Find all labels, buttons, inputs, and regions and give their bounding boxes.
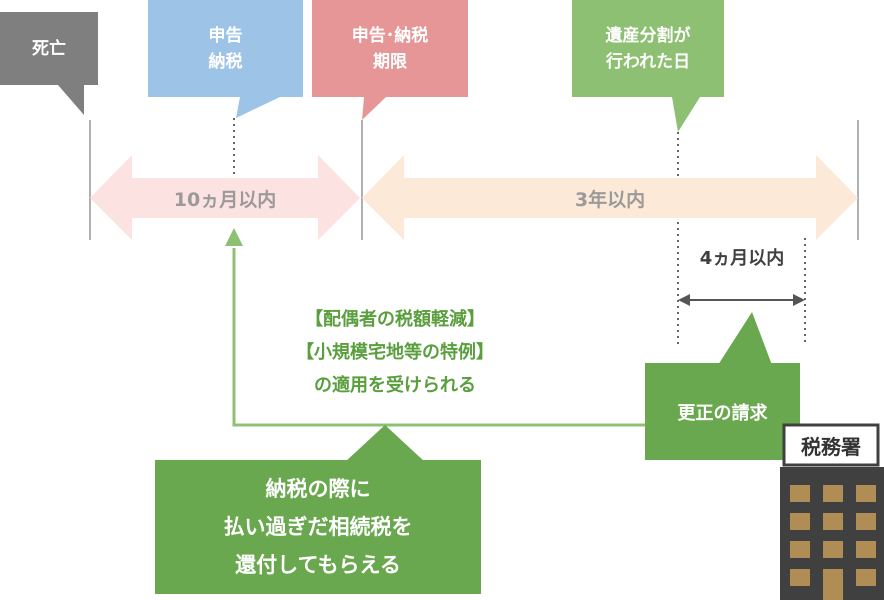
deadline-callout-shape [312,0,468,120]
building-window [790,513,810,530]
building-window [856,569,876,586]
building-window [823,485,843,502]
filing-callout-label: 申告 納税 [208,25,243,72]
building-window [790,485,810,502]
building-windows [790,485,876,586]
building-window [823,513,843,530]
building-window [790,569,810,586]
correction-pointer [718,312,772,365]
green-up-arrowhead [225,228,243,246]
refund-box-text: 納税の際に 払い過ぎだ相続税を 還付してもらえる [223,477,413,577]
three-years-label: 3年以内 [574,188,646,211]
green-connector-line [232,248,645,427]
tax-office-sign: 税務署 [801,434,861,459]
deadline-callout-label: 申告･納税 期限 [351,25,429,72]
spouse-tax-reduction-text: 【配偶者の税額軽減】 [305,309,485,330]
three-years-arrow [362,155,858,240]
four-months-arrow-right-head [793,294,805,306]
correction-box-shape [645,363,800,460]
refund-box-shape [155,460,481,594]
death-callout-label: 死亡 [32,38,66,59]
division-callout-shape [572,0,724,132]
ten-months-label: 10ヵ月以内 [173,188,277,211]
filing-callout-shape [148,0,303,118]
division-callout-label: 遺産分割が 行われた日 [605,25,691,72]
correction-request-text: 更正の請求 [677,402,768,424]
small-residential-land-text: 【小規模宅地等の特例】 [296,342,494,363]
ten-months-arrow [90,155,360,240]
refund-pointer [345,425,425,462]
four-months-label: 4ヵ月以内 [699,248,785,269]
building-door [823,569,843,600]
death-callout-shape [0,12,98,115]
building-window [823,541,843,558]
building-window [856,485,876,502]
building-window [790,541,810,558]
tax-office-sign-board [782,423,880,467]
building-window [856,541,876,558]
four-months-arrow-left-head [678,294,690,306]
building-window [856,513,876,530]
applicable-text: の適用を受けられる [314,375,476,396]
